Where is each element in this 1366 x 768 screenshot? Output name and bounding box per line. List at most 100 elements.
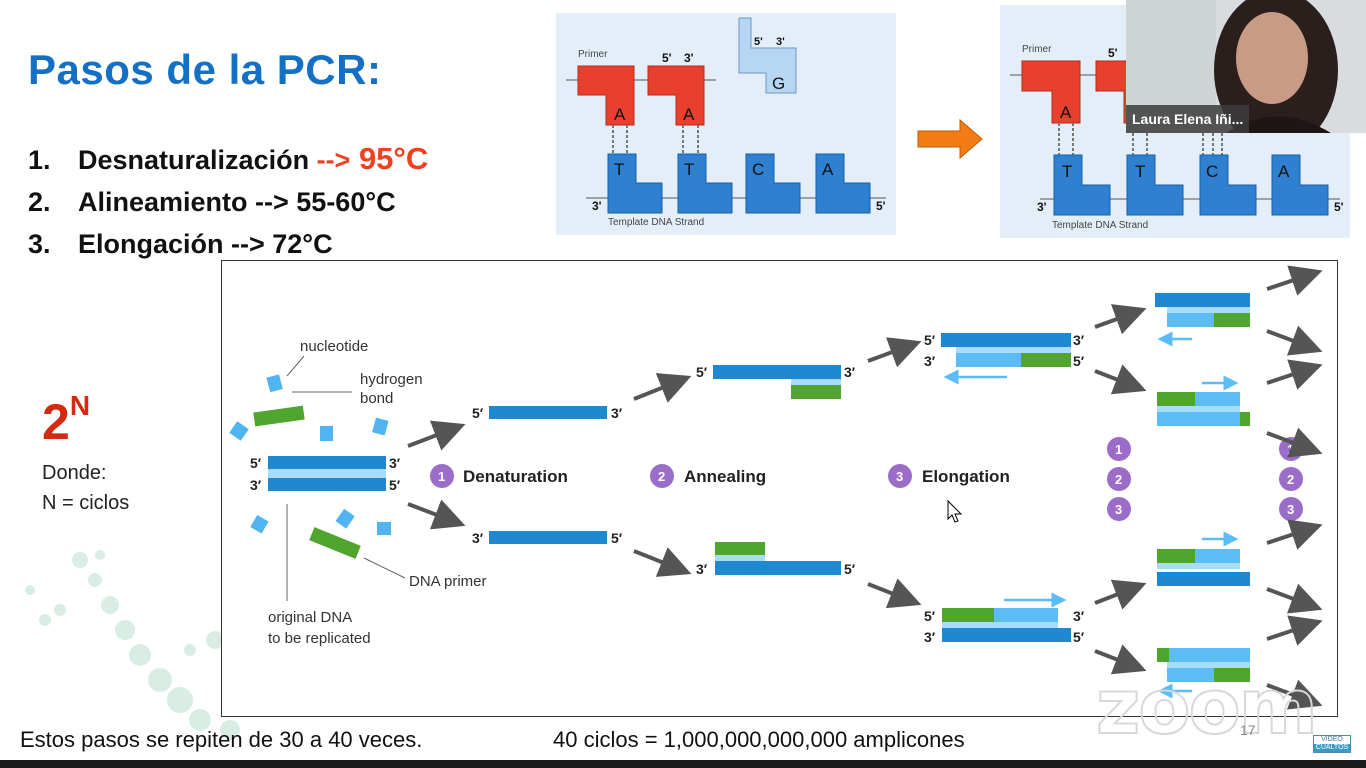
step-item: 2. Alineamiento --> 55-60°C (28, 181, 428, 223)
svg-text:Annealing: Annealing (684, 467, 766, 486)
svg-text:5′: 5′ (250, 455, 262, 471)
participant-name: Laura Elena Iñi... (1126, 105, 1250, 133)
svg-text:3': 3' (776, 36, 785, 48)
svg-text:5′: 5′ (472, 405, 484, 421)
svg-text:3′: 3′ (924, 353, 936, 369)
svg-text:3′: 3′ (924, 629, 936, 645)
svg-text:3: 3 (1287, 502, 1294, 517)
n-definition: N = ciclos (42, 492, 130, 514)
original-dna-label: original DNA (268, 609, 352, 626)
svg-text:5′: 5′ (1073, 629, 1085, 645)
svg-text:G: G (772, 74, 785, 93)
svg-text:2: 2 (658, 469, 665, 484)
nucleotide-diagram-before: Primer A A 5' 3' 5' 3' G (556, 13, 896, 235)
dna-primer (253, 405, 305, 427)
template-nucleotide: A (815, 153, 871, 214)
svg-text:A: A (822, 160, 834, 179)
svg-text:5′: 5′ (844, 561, 856, 577)
svg-text:Elongation: Elongation (922, 467, 1010, 486)
step-label: Desnaturalización (78, 145, 317, 175)
template-label: Template DNA Strand (608, 217, 704, 228)
svg-text:1: 1 (1115, 442, 1122, 457)
svg-text:C: C (752, 160, 764, 179)
svg-text:5′: 5′ (611, 530, 623, 546)
primer-label: Primer (578, 49, 608, 60)
template-nucleotide: T (607, 153, 663, 214)
svg-text:Primer: Primer (1022, 44, 1052, 55)
svg-text:3': 3' (592, 199, 602, 213)
svg-text:3': 3' (684, 51, 694, 65)
dna-primer-label: DNA primer (409, 573, 487, 590)
hydrogen-bond-label: hydrogen (360, 371, 423, 388)
svg-text:3: 3 (1115, 502, 1122, 517)
formula-base: 2 (42, 394, 70, 450)
formula-exponent: N (69, 390, 91, 422)
svg-text:1: 1 (438, 469, 445, 484)
step-label: Alineamiento --> 55-60°C (78, 187, 396, 217)
svg-text:T: T (1135, 162, 1145, 181)
svg-text:5′: 5′ (389, 477, 401, 493)
svg-text:bond: bond (360, 390, 393, 407)
svg-text:5': 5' (876, 199, 886, 213)
template-nucleotide: T (677, 153, 733, 214)
svg-text:3′: 3′ (389, 455, 401, 471)
free-nucleotide: 5' 3' G (738, 17, 797, 94)
svg-text:C: C (1206, 162, 1218, 181)
svg-text:5': 5' (662, 51, 672, 65)
footer-amplicons-text: 40 ciclos = 1,000,000,000,000 amplicones (553, 727, 965, 752)
step-arrow: --> (316, 145, 351, 175)
zoom-watermark: zoom (1095, 661, 1319, 752)
mouse-cursor-icon (947, 499, 963, 523)
dna-primer (309, 527, 361, 559)
svg-text:3′: 3′ (696, 561, 708, 577)
svg-text:2: 2 (1287, 472, 1294, 487)
page-number: 17 (1240, 722, 1256, 738)
svg-text:3': 3' (1037, 200, 1047, 214)
primer-nucleotide: A 5' 3' (647, 51, 705, 126)
svg-text:3′: 3′ (1073, 608, 1085, 624)
step-number: 1. (28, 145, 51, 175)
svg-text:5': 5' (1334, 200, 1344, 214)
step-denaturation: 1 Denaturation (430, 464, 568, 488)
step-number: 3. (28, 229, 51, 259)
decorative-dots (25, 550, 240, 740)
dna-strand (489, 406, 607, 419)
svg-text:5′: 5′ (696, 364, 708, 380)
pcr-cycle-diagram: 5′ 3′ 3′ 5′ nucleotide hydrogen bond DNA… (221, 260, 1338, 717)
svg-text:3′: 3′ (250, 477, 262, 493)
step-elongation: 3 Elongation (888, 464, 1010, 488)
svg-text:A: A (1278, 162, 1290, 181)
svg-text:5': 5' (1108, 46, 1118, 60)
svg-text:to be replicated: to be replicated (268, 630, 371, 647)
formula-2-pow-n: 2N (42, 390, 91, 451)
nucleotide-label: nucleotide (300, 338, 368, 355)
step-annealing: 2 Annealing (650, 464, 766, 488)
slide-title: Pasos de la PCR: (28, 46, 382, 93)
template-nucleotide: C (745, 153, 801, 214)
svg-text:3′: 3′ (472, 530, 484, 546)
svg-text:3′: 3′ (1073, 332, 1085, 348)
free-nucleotides (229, 374, 391, 535)
svg-text:3′: 3′ (611, 405, 623, 421)
step-item: 3. Elongación --> 72°C (28, 223, 428, 265)
svg-text:T: T (1062, 162, 1072, 181)
step-label: Elongación --> 72°C (78, 229, 333, 259)
cycle-badges-left: 1 2 3 (1107, 437, 1131, 521)
donde-label: Donde: (42, 462, 107, 484)
pcr-steps-list: 1. Desnaturalización --> 95°C 2. Alineamie… (28, 138, 428, 265)
primer-nucleotide: A (577, 65, 635, 126)
dna-strand (489, 531, 607, 544)
brand-logo: VIDEO CUALTOS (1313, 735, 1351, 753)
svg-text:2: 2 (1115, 472, 1122, 487)
svg-text:3′: 3′ (844, 364, 856, 380)
svg-text:Denaturation: Denaturation (463, 467, 568, 486)
step-number: 2. (28, 187, 51, 217)
orange-arrow-icon (917, 118, 983, 160)
svg-text:5′: 5′ (924, 332, 936, 348)
svg-text:3: 3 (896, 469, 903, 484)
cycle-badges-right: 1 2 3 (1279, 437, 1303, 521)
footer-repeat-text: Estos pasos se repiten de 30 a 40 veces. (20, 727, 423, 752)
participant-video-tile[interactable]: Laura Elena Iñi... (1126, 0, 1366, 133)
svg-text:5': 5' (754, 36, 763, 48)
step-temperature: 95°C (350, 141, 429, 176)
